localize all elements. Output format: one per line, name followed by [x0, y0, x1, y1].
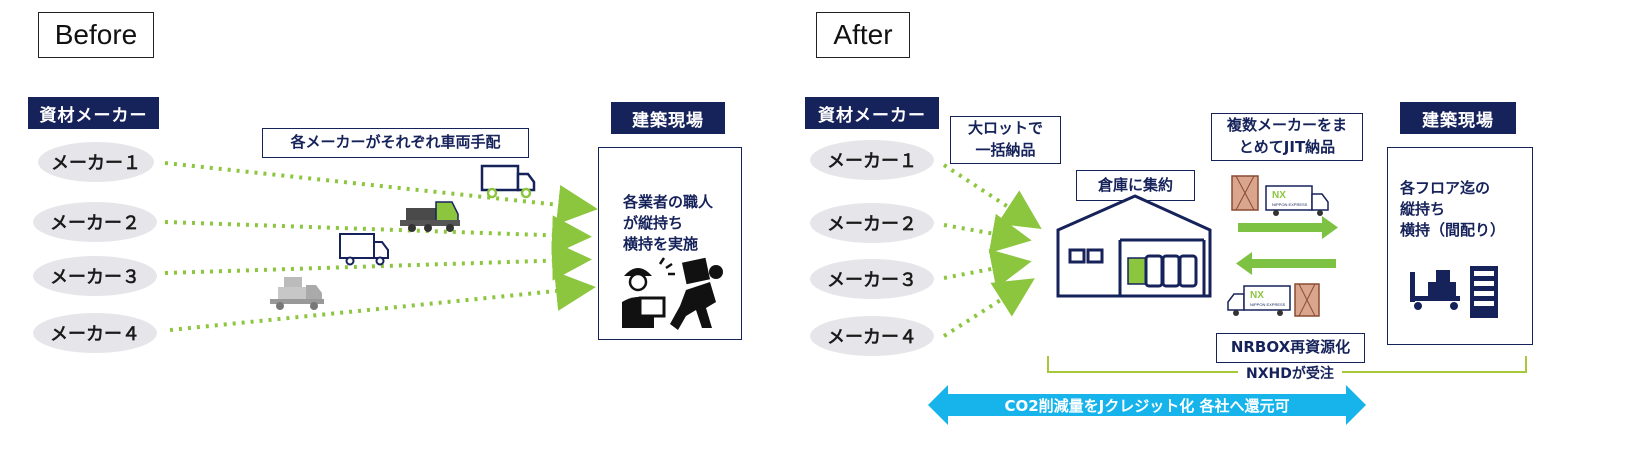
after-jit-box: 複数メーカーをま とめてJIT納品: [1211, 113, 1363, 161]
after-arrow-4: [942, 278, 1035, 338]
after-arrow-3: [943, 249, 1032, 289]
after-site-text: 各フロア迄の 縦持ち 横持（間配り）: [1400, 179, 1506, 239]
before-maker-2: メーカー２: [33, 202, 157, 242]
after-nxhd-label: NXHDが受注: [1238, 363, 1342, 383]
before-maker-4: メーカー４: [33, 313, 157, 353]
nx-brand-bottom: NX: [1250, 290, 1264, 301]
after-maker-4: メーカー４: [810, 316, 934, 356]
after-maker-2: メーカー２: [810, 203, 934, 243]
cart-pallet-icon: [1410, 270, 1460, 310]
flatbed-truck-icon: [270, 277, 324, 310]
before-arrow-3: [164, 240, 592, 281]
before-callout: 各メーカーがそれぞれ車両手配: [262, 128, 529, 158]
after-materials-maker-label: 資材メーカー: [805, 97, 939, 129]
before-maker-3: メーカー３: [33, 256, 157, 296]
before-maker-1: メーカー１: [38, 142, 154, 182]
after-dotted-arrows: [942, 163, 1042, 338]
after-site-box: 各フロア迄の 縦持ち 横持（間配り）: [1387, 147, 1533, 345]
nrbox-icon: [1231, 175, 1320, 317]
after-maker-1: メーカー１: [810, 140, 934, 180]
before-arrow-4: [169, 271, 596, 332]
co2-double-arrow: [928, 385, 1366, 425]
rack-icon: [1470, 266, 1498, 318]
green-arrow-left: [1236, 252, 1336, 275]
after-co2-label: CO2削減量をJクレジット化 各社へ還元可: [1004, 397, 1290, 415]
before-site-label: 建築現場: [611, 102, 725, 134]
cargo-truck-icon: [339, 233, 389, 266]
nx-brand-sub-top: NIPPON EXPRESS: [1272, 202, 1308, 207]
after-site-label: 建築現場: [1400, 102, 1516, 134]
after-nrbox-label: NRBOX再資源化: [1216, 333, 1365, 363]
after-title: After: [816, 12, 910, 58]
nx-truck-icon-top: NX NIPPON EXPRESS: [1265, 185, 1329, 216]
truck-icon: [480, 164, 536, 199]
before-site-text: 各業者の職人 が縦持ち 横持を実施: [623, 193, 714, 253]
before-dotted-arrows: [164, 161, 598, 332]
after-arrow-2: [943, 213, 1032, 254]
after-large-lot-box: 大ロットで 一括納品: [950, 116, 1061, 164]
before-title-text: Before: [54, 19, 138, 50]
before-title: Before: [38, 12, 154, 58]
after-arrow-1: [942, 163, 1042, 229]
warehouse-icon: [1056, 194, 1212, 298]
green-arrow-right: [1238, 216, 1338, 239]
after-maker-3: メーカー３: [810, 259, 934, 299]
nx-brand-top: NX: [1272, 190, 1286, 201]
before-materials-maker-label: 資材メーカー: [28, 97, 159, 129]
after-title-text: After: [833, 19, 893, 50]
dump-truck-icon: [400, 201, 460, 232]
before-arrow-1: [164, 161, 598, 225]
worker-icon: [622, 257, 723, 330]
nx-brand-sub-bottom: NIPPON EXPRESS: [1250, 302, 1286, 307]
nx-truck-icon-bottom: NX NIPPON EXPRESS: [1227, 285, 1291, 316]
